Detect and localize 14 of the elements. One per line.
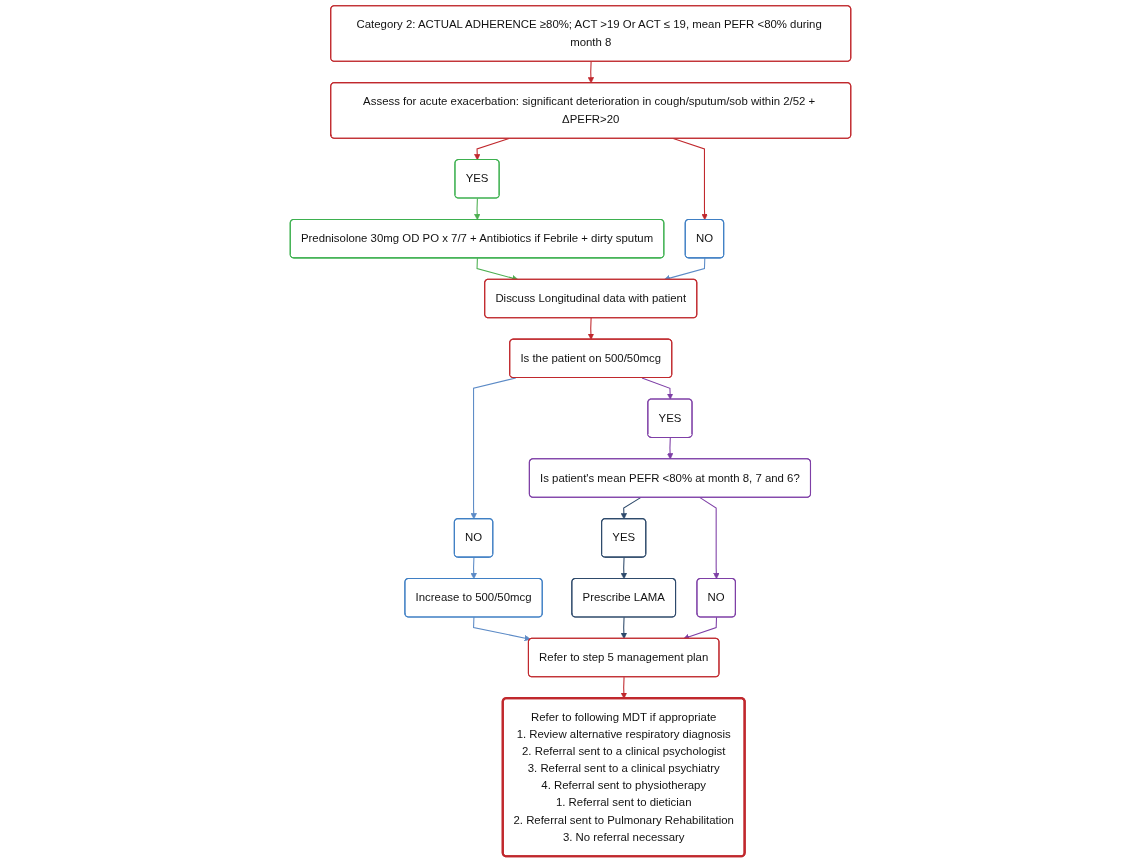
arrow bbox=[470, 377, 517, 520]
arrow bbox=[683, 616, 718, 640]
arrow bbox=[587, 317, 595, 340]
arrow bbox=[474, 197, 481, 221]
arrow bbox=[620, 556, 627, 580]
arrow bbox=[620, 676, 627, 699]
arrow bbox=[666, 437, 674, 460]
arrow bbox=[587, 61, 595, 84]
arrow bbox=[699, 497, 720, 580]
arrow bbox=[620, 616, 627, 639]
arrow bbox=[473, 616, 531, 642]
arrow bbox=[620, 497, 642, 520]
arrow bbox=[641, 377, 674, 400]
arrow bbox=[470, 556, 477, 580]
